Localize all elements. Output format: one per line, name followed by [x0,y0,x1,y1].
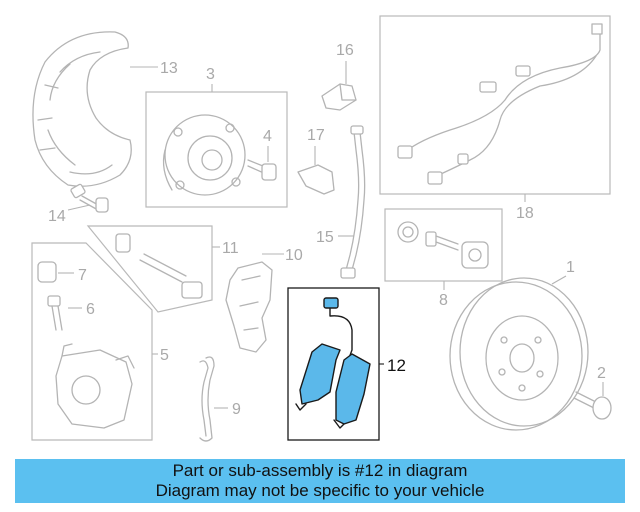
callout-16[interactable]: 16 [336,42,354,59]
part-1-brake-rotor[interactable] [449,277,589,431]
callout-6[interactable]: 6 [86,301,95,318]
callout-2[interactable]: 2 [597,365,606,382]
banner-line-1: Part or sub-assembly is #12 in diagram [172,461,468,480]
box-part-11 [86,225,213,313]
box-part-3 [145,91,288,208]
parts-diagram: 13 14 3 4 16 17 [31,15,612,442]
info-banner: Part or sub-assembly is #12 in diagram D… [15,459,625,503]
callout-18[interactable]: 18 [516,205,534,222]
callout-9[interactable]: 9 [232,401,241,418]
part-16-clip[interactable] [321,83,357,111]
box-part-18 [379,15,611,195]
callout-4[interactable]: 4 [263,128,272,145]
part-17-bracket[interactable] [297,164,335,195]
part-5-caliper[interactable] [55,343,135,429]
part-10-caliper-bracket[interactable] [225,261,273,353]
callout-5[interactable]: 5 [160,347,169,364]
callout-7[interactable]: 7 [78,267,87,284]
part-12-brake-pads[interactable] [295,297,371,429]
part-11-guide-pins[interactable] [115,233,203,299]
callout-13[interactable]: 13 [160,60,178,77]
part-9-spring[interactable] [199,356,215,442]
callout-17[interactable]: 17 [307,127,325,144]
part-13-splash-shield[interactable] [32,31,132,187]
callout-3[interactable]: 3 [206,66,215,83]
callout-10[interactable]: 10 [285,247,303,264]
box-part-5 [31,242,153,441]
callout-11[interactable]: 11 [222,240,239,257]
callout-12[interactable]: 12 [387,356,406,375]
part-6-bleeder[interactable] [47,295,63,331]
callout-15[interactable]: 15 [316,229,334,246]
part-7-piston-boot[interactable] [37,261,57,283]
banner-line-2: Diagram may not be specific to your vehi… [155,481,485,500]
part-15-brake-hose[interactable] [340,125,366,279]
callout-8[interactable]: 8 [439,292,448,309]
callout-1[interactable]: 1 [566,259,575,276]
part-2-rotor-screw[interactable] [573,391,612,420]
callout-14[interactable]: 14 [48,208,66,225]
part-18-sensor-harness[interactable] [397,23,603,185]
part-3-wheel-hub[interactable] [162,114,246,196]
part-8-bushings[interactable] [397,221,489,269]
part-4-hub-bolt[interactable] [247,159,277,181]
